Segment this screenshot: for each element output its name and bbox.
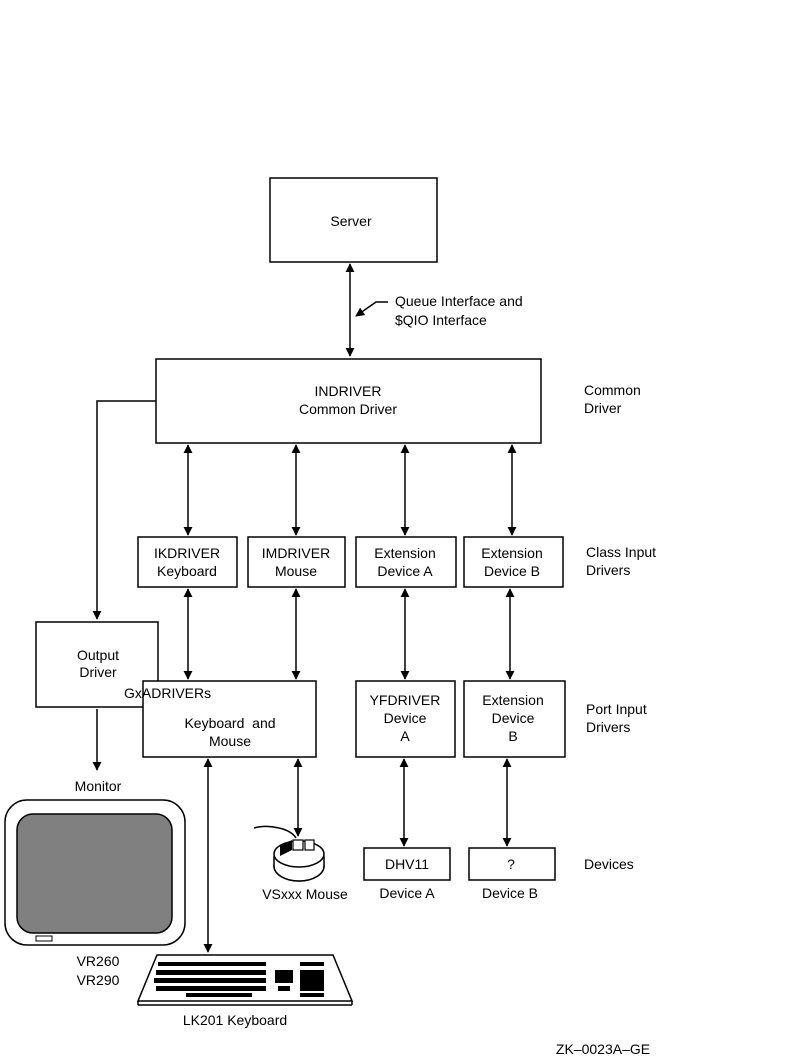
- unknown-device-label: ?: [507, 856, 515, 872]
- output-driver-box: Output Driver: [35, 621, 159, 708]
- indriver-subtitle: Common Driver: [299, 401, 397, 417]
- common-driver-label-line1: Common: [584, 382, 641, 398]
- monitor-label: Monitor: [75, 778, 122, 794]
- devices-label: Devices: [584, 856, 634, 872]
- class-extension-b-line1: Extension: [481, 545, 542, 561]
- port-extension-b-line3: B: [508, 728, 517, 744]
- vr260-label: VR260: [77, 953, 120, 969]
- imdriver-box: IMDRIVER Mouse: [247, 536, 346, 588]
- class-extension-device-a-box: Extension Device A: [355, 536, 457, 588]
- vr290-label: VR290: [77, 972, 120, 988]
- output-driver-line2: Driver: [79, 664, 117, 680]
- class-extension-a-line1: Extension: [374, 545, 435, 561]
- queue-interface-label-line2: $QIO Interface: [395, 312, 487, 328]
- monitor-illustration: [4, 799, 186, 946]
- imdriver-subtitle: Mouse: [275, 563, 317, 579]
- gxadrivers-box: GxADRIVERs Keyboard and Mouse: [124, 680, 317, 758]
- vsxxx-mouse-label: VSxxx Mouse: [262, 886, 348, 902]
- ikdriver-box: IKDRIVER Keyboard: [137, 536, 238, 588]
- port-extension-device-b-box: Extension Device B: [463, 680, 566, 758]
- port-input-drivers-label-line2: Drivers: [586, 719, 630, 735]
- indriver-output-connector: [92, 400, 156, 620]
- queue-interface-label-line1: Queue Interface and: [395, 293, 523, 309]
- indriver-box: INDRIVER Common Driver: [155, 358, 542, 444]
- class-extension-device-b-box: Extension Device B: [463, 536, 564, 588]
- port-extension-b-line1: Extension: [482, 692, 543, 708]
- vsxxx-mouse-illustration: [253, 825, 325, 882]
- common-driver-label-line2: Driver: [584, 400, 622, 416]
- yfdriver-line1: YFDRIVER: [370, 692, 441, 708]
- class-input-drivers-label-line2: Drivers: [586, 562, 630, 578]
- server-label: Server: [330, 213, 372, 229]
- dhv11-box: DHV11: [363, 847, 451, 881]
- indriver-title: INDRIVER: [315, 383, 382, 399]
- class-input-drivers-label-line1: Class Input: [586, 544, 656, 560]
- lk201-keyboard-label: LK201 Keyboard: [183, 1012, 287, 1028]
- figure-code: ZK–0023A–GE: [556, 1041, 650, 1057]
- queue-interface-pointer: [355, 301, 388, 317]
- output-driver-line1: Output: [77, 647, 119, 663]
- yfdriver-line3: A: [400, 728, 410, 744]
- imdriver-title: IMDRIVER: [262, 545, 330, 561]
- ikdriver-title: IKDRIVER: [154, 545, 220, 561]
- gxadrivers-title: GxADRIVERs: [124, 685, 211, 701]
- gxadrivers-line2: Mouse: [209, 733, 251, 749]
- server-box: Server: [269, 177, 438, 263]
- yfdriver-box: YFDRIVER Device A: [355, 680, 456, 758]
- class-extension-b-line2: Device B: [484, 563, 540, 579]
- dhv11-label: DHV11: [385, 856, 429, 872]
- yfdriver-line2: Device: [384, 710, 427, 726]
- gxadrivers-line1: Keyboard and: [184, 715, 275, 731]
- device-b-label: Device B: [482, 885, 538, 901]
- port-extension-b-line2: Device: [492, 710, 535, 726]
- port-input-drivers-label-line1: Port Input: [586, 701, 647, 717]
- device-a-label: Device A: [379, 885, 435, 901]
- class-extension-a-line2: Device A: [377, 563, 433, 579]
- unknown-device-box: ?: [468, 847, 556, 881]
- lk201-keyboard-illustration: [136, 954, 354, 1006]
- ikdriver-subtitle: Keyboard: [157, 563, 217, 579]
